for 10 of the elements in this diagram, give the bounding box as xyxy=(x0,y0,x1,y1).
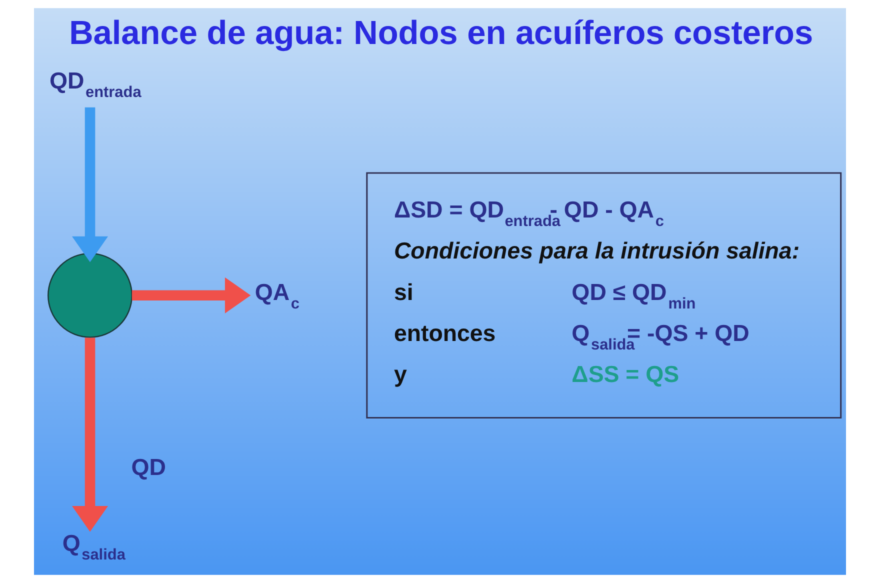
arrow xyxy=(132,277,251,314)
node-text: Q$_{salida}$ xyxy=(62,530,126,564)
node-text: QA$_{c}$ xyxy=(254,278,300,312)
arrow xyxy=(72,338,108,532)
node-circle xyxy=(48,252,133,338)
edge-label: QD xyxy=(131,454,166,480)
node-box: ΔSD = QD$_{entrada}$- QD - QA$_{c}$ Condiciones para la intrusión salina: si QD ≤ QD$_{min}$ entonces Q$_{salida}$= -QS + QD y ΔSS = QS xyxy=(366,172,842,418)
arrow xyxy=(72,107,108,262)
diagram-title: Balance de agua: Nodos en acuíferos costeros xyxy=(69,14,814,52)
node-text: QD$_{entrada}$ xyxy=(49,68,142,102)
